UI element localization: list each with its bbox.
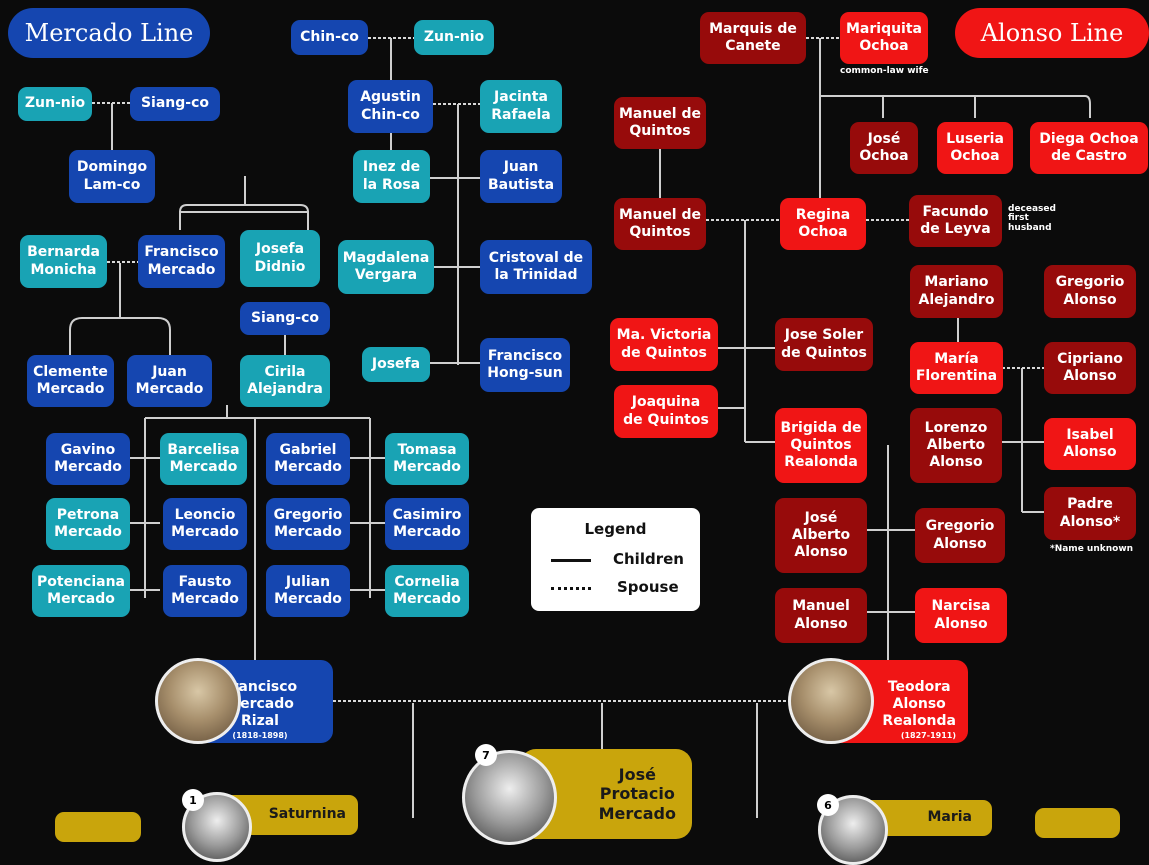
person-facundo[interactable]: Facundo de Leyva [909,195,1002,247]
legend-children-line [551,559,591,562]
person-jose-soler[interactable]: Jose Soler de Quintos [775,318,873,371]
person-lorenzo[interactable]: Lorenzo Alberto Alonso [910,408,1002,483]
person-siangco-mid[interactable]: Siang-co [240,302,330,335]
person-gregorio-mercado[interactable]: Gregorio Mercado [266,498,350,550]
mother-years: (1827-1911) [900,731,956,741]
child-card-left[interactable] [55,812,141,842]
mother-portrait [788,658,874,744]
person-magdalena[interactable]: Magdalena Vergara [338,240,434,294]
person-luseria[interactable]: Luseria Ochoa [937,122,1013,174]
person-mariano[interactable]: Mariano Alejandro [910,265,1003,318]
legend-spouse-label: Spouse [617,578,679,596]
person-potenciana[interactable]: Potenciana Mercado [32,565,130,617]
person-ma-victoria[interactable]: Ma. Victoria de Quintos [610,318,718,371]
person-siangco-top[interactable]: Siang-co [130,87,220,121]
person-cornelia[interactable]: Cornelia Mercado [385,565,469,617]
person-manuel-alonso[interactable]: Manuel Alonso [775,588,867,643]
person-clemente[interactable]: Clemente Mercado [27,355,114,407]
person-inez[interactable]: Inez de la Rosa [353,150,430,203]
person-zunnio-top[interactable]: Zun-nio [414,20,494,55]
child-card-right[interactable] [1035,808,1120,838]
badge-1: 1 [182,789,204,811]
badge-6: 6 [817,794,839,816]
person-cristoval[interactable]: Cristoval de la Trinidad [480,240,592,294]
note-common-law: common-law wife [840,66,929,76]
family-tree-connectors [69,37,1091,818]
person-cirila[interactable]: Cirila Alejandra [240,355,330,407]
person-agustin[interactable]: Agustin Chin-co [348,80,433,133]
person-marquis[interactable]: Marquis de Canete [700,12,806,64]
person-chinco[interactable]: Chin-co [291,20,368,55]
note-name-unknown: *Name unknown [1050,544,1134,554]
person-juan-bautista[interactable]: Juan Bautista [480,150,562,203]
person-gabriel[interactable]: Gabriel Mercado [266,433,350,485]
person-jacinta[interactable]: Jacinta Rafaela [480,80,562,133]
person-cipriano[interactable]: Cipriano Alonso [1044,342,1136,394]
person-barcelisa[interactable]: Barcelisa Mercado [160,433,247,485]
person-isabel[interactable]: Isabel Alonso [1044,418,1136,470]
person-manuel-quintos-2[interactable]: Manuel de Quintos [614,198,706,250]
person-maria-florentina[interactable]: María Florentina [910,342,1003,394]
person-bernarda[interactable]: Bernarda Monicha [20,235,107,288]
person-regina[interactable]: Regina Ochoa [780,198,866,250]
person-francisco-hongsun[interactable]: Francisco Hong-sun [480,338,570,392]
person-leoncio[interactable]: Leoncio Mercado [163,498,247,550]
mother-name: Teodora Alonso Realonda [882,679,956,730]
note-deceased-first-husband: deceased first husband [1008,204,1056,233]
person-domingo[interactable]: Domingo Lam-co [69,150,155,203]
person-fausto[interactable]: Fausto Mercado [163,565,247,617]
person-casimiro[interactable]: Casimiro Mercado [385,498,469,550]
father-years: (1818-1898) [232,731,288,741]
person-jose-ochoa[interactable]: José Ochoa [850,122,918,174]
jose-rizal-portrait [462,750,557,845]
person-manuel-quintos-1[interactable]: Manuel de Quintos [614,97,706,149]
person-josefa-didnio[interactable]: Josefa Didnio [240,230,320,287]
badge-7: 7 [475,744,497,766]
person-juan-mercado[interactable]: Juan Mercado [127,355,212,407]
person-tomasa[interactable]: Tomasa Mercado [385,433,469,485]
person-diega[interactable]: Diega Ochoa de Castro [1030,122,1148,174]
person-francisco-mercado[interactable]: Francisco Mercado [138,235,225,288]
mercado-line-title: Mercado Line [8,8,210,58]
person-josefa[interactable]: Josefa [362,347,430,382]
person-petrona[interactable]: Petrona Mercado [46,498,130,550]
person-jose-alberto[interactable]: José Alberto Alonso [775,498,867,573]
person-gregorio-alonso[interactable]: Gregorio Alonso [915,508,1005,563]
person-julian[interactable]: Julian Mercado [266,565,350,617]
legend-children-label: Children [613,550,684,568]
person-brigida[interactable]: Brigida de Quintos Realonda [775,408,867,483]
person-padre-alonso[interactable]: Padre Alonso* [1044,487,1136,540]
legend-title: Legend [584,520,647,538]
person-zunnio-left[interactable]: Zun-nio [18,87,92,121]
legend-spouse-line [551,587,591,590]
person-gregorio-alonso-top[interactable]: Gregorio Alonso [1044,265,1136,318]
person-joaquina[interactable]: Joaquina de Quintos [614,385,718,438]
father-name: Francisco Mercado Rizal [222,679,298,730]
person-mariquita[interactable]: Mariquita Ochoa [840,12,928,64]
person-narcisa[interactable]: Narcisa Alonso [915,588,1007,643]
alonso-line-title: Alonso Line [955,8,1149,58]
person-gavino[interactable]: Gavino Mercado [46,433,130,485]
legend: Legend Children Spouse [531,508,700,611]
father-portrait [155,658,241,744]
